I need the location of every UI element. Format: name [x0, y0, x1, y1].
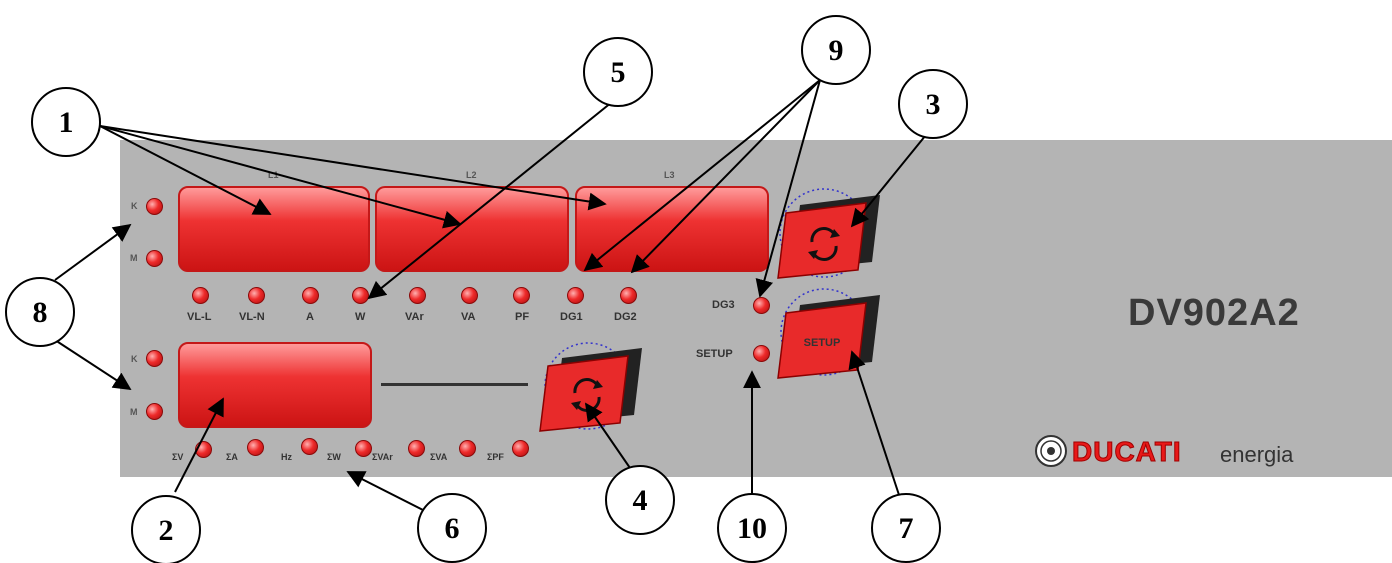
- setup-button-label: SETUP: [804, 337, 841, 349]
- led-label-sva: ΣVA: [430, 452, 448, 462]
- led-label-vll: VL-L: [187, 311, 212, 323]
- led-hz: [301, 438, 318, 455]
- svg-text:8: 8: [33, 296, 48, 329]
- led-pf: [513, 287, 530, 304]
- led-dg1: [567, 287, 584, 304]
- led-label-pf: PF: [515, 311, 530, 323]
- callout-10: 10: [717, 493, 787, 563]
- led-label-var: VAr: [405, 311, 424, 323]
- cycle-button-top[interactable]: [777, 188, 880, 279]
- callout-5: 5: [583, 37, 653, 107]
- scale-m-led-top: [146, 250, 163, 267]
- led-va: [461, 287, 478, 304]
- svg-text:1: 1: [59, 106, 74, 139]
- led-label-svar: ΣVAr: [372, 452, 393, 462]
- led-label-dg1: DG1: [560, 311, 583, 323]
- display-separator-line: [381, 383, 528, 386]
- led-sa: [247, 439, 264, 456]
- display-l2: [375, 186, 569, 272]
- setup-button[interactable]: [777, 288, 880, 379]
- led-label-sa: ΣA: [226, 452, 238, 462]
- led-label-hz: Hz: [281, 452, 292, 462]
- svg-text:9: 9: [829, 34, 844, 67]
- led-label-spf: ΣPF: [487, 452, 504, 462]
- led-sw: [355, 440, 372, 457]
- display-title-l1: L1: [268, 170, 279, 180]
- display-l1: [178, 186, 370, 272]
- svg-text:7: 7: [899, 512, 914, 545]
- display-title-l2: L2: [466, 170, 477, 180]
- led-sva: [459, 440, 476, 457]
- led-label-vln: VL-N: [239, 311, 265, 323]
- led-label-w: W: [355, 311, 366, 323]
- cycle-button-bottom[interactable]: [539, 342, 642, 432]
- svg-text:10: 10: [737, 512, 767, 545]
- led-a: [302, 287, 319, 304]
- led-label-sv: ΣV: [172, 452, 184, 462]
- scale-k-led-bottom: [146, 350, 163, 367]
- callout-3: 3: [898, 69, 968, 139]
- scale-m-label-bottom: M: [130, 407, 138, 417]
- svg-text:2: 2: [159, 514, 174, 547]
- display-title-l3: L3: [664, 170, 675, 180]
- ducati-logo-icon: [1035, 435, 1067, 467]
- callout-lines: [54, 79, 931, 511]
- led-label-sw: ΣW: [327, 452, 341, 462]
- led-spf: [512, 440, 529, 457]
- svg-text:5: 5: [611, 56, 626, 89]
- callout-2: 2: [131, 495, 201, 563]
- brand-name: DUCATI: [1072, 436, 1182, 468]
- led-vln: [248, 287, 265, 304]
- scale-k-label-bottom: K: [131, 354, 138, 364]
- model-name: DV902A2: [1128, 292, 1300, 334]
- scale-m-led-bottom: [146, 403, 163, 420]
- led-dg2: [620, 287, 637, 304]
- svg-text:4: 4: [633, 484, 648, 517]
- brand-suffix: energia: [1220, 442, 1294, 467]
- callout-4: 4: [605, 465, 675, 535]
- svg-text:6: 6: [445, 512, 460, 545]
- led-svar: [408, 440, 425, 457]
- led-label-dg3: DG3: [712, 299, 735, 311]
- callout-6: 6: [417, 493, 487, 563]
- led-var: [409, 287, 426, 304]
- svg-text:3: 3: [926, 88, 941, 121]
- led-label-setup: SETUP: [696, 348, 733, 360]
- callout-8: 8: [5, 277, 75, 347]
- led-label-a: A: [306, 311, 314, 323]
- scale-k-label-top: K: [131, 201, 138, 211]
- led-label-va: VA: [461, 311, 476, 323]
- cycle-icon: [808, 227, 840, 261]
- led-vll: [192, 287, 209, 304]
- callout-9: 9: [801, 15, 871, 85]
- led-label-dg2: DG2: [614, 311, 637, 323]
- callout-1: 1: [31, 87, 101, 157]
- led-setup: [753, 345, 770, 362]
- callout-7: 7: [871, 493, 941, 563]
- scale-m-label-top: M: [130, 253, 138, 263]
- scale-k-led-top: [146, 198, 163, 215]
